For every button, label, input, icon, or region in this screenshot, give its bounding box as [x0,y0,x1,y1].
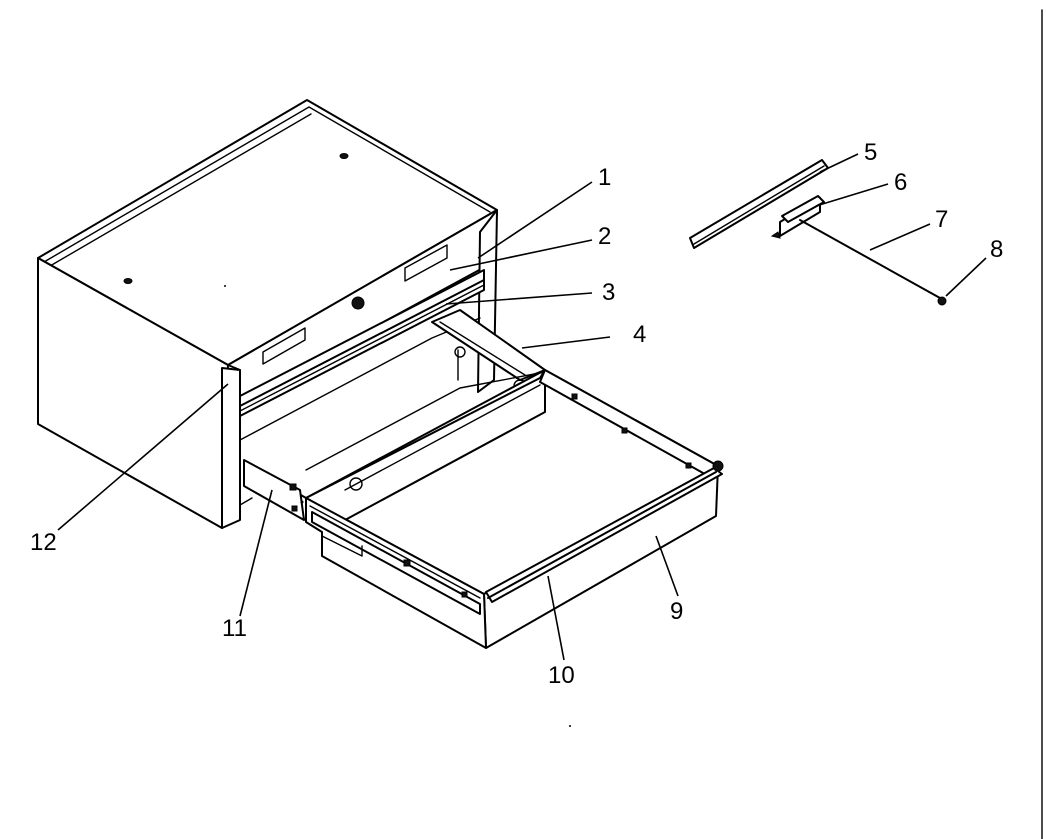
top-hole [123,278,133,284]
cabinet [37,99,498,529]
part-8-nut [937,296,947,306]
callout-11: 11 [222,615,247,642]
callout-8: 8 [990,236,1003,263]
cabinet-front-post [221,367,241,529]
leader-10 [547,575,565,661]
label-plate [262,327,306,365]
cabinet-slide [243,459,305,521]
callout-labels: 1 2 3 4 5 6 7 8 9 10 11 12 [30,139,1003,689]
leader-2 [449,239,593,271]
leader-1 [477,181,593,259]
callout-10: 10 [548,662,575,689]
drawer [243,309,724,649]
leader-lines [57,153,987,661]
loose-parts [689,159,947,306]
callout-12: 12 [30,529,57,556]
leader-7 [869,223,931,251]
callout-5: 5 [864,139,877,166]
leader-4 [521,336,611,349]
top-hole [339,153,349,159]
leader-6 [815,183,889,207]
callout-3: 3 [602,279,615,306]
drawer-slide [311,511,481,615]
lock-icon [351,296,365,310]
callout-6: 6 [894,169,907,196]
callout-7: 7 [935,206,948,233]
leader-5 [819,153,859,173]
callout-1: 1 [598,164,611,191]
leader-9 [655,535,679,597]
callout-4: 4 [633,321,646,348]
part-7-rod [799,219,941,299]
leader-3 [445,292,593,305]
leader-8 [945,257,987,297]
label-plate [404,244,448,282]
leader-11 [239,489,273,617]
callout-2: 2 [598,223,611,250]
leader-12 [57,383,229,531]
callout-9: 9 [670,598,683,625]
